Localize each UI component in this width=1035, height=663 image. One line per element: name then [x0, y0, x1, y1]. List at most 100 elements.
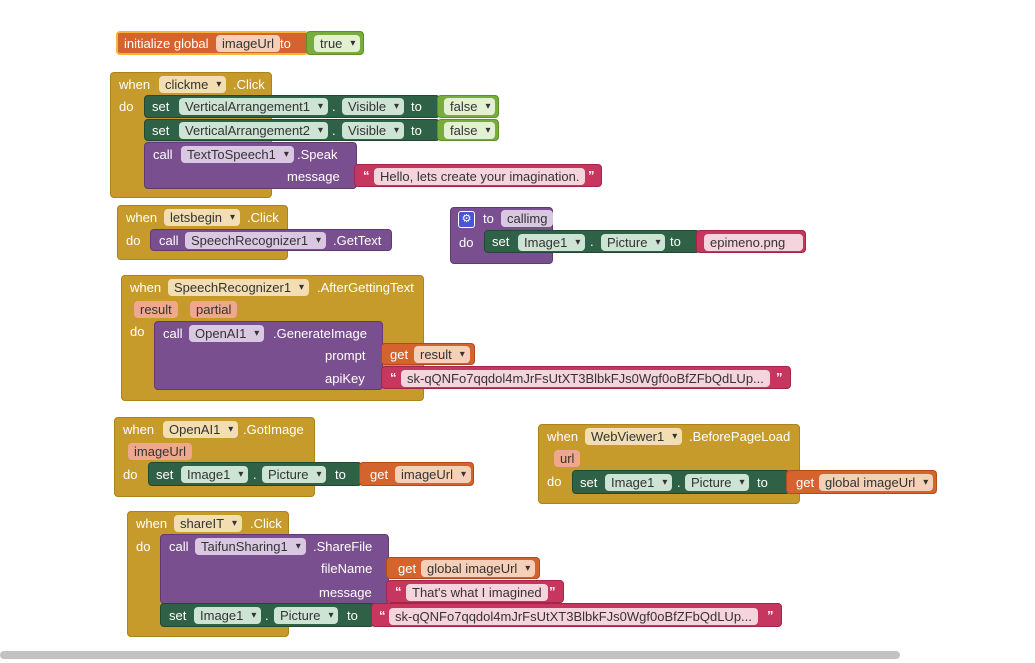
text-value[interactable]: sk-qQNFo7qqdol4mJrFsUtXT3BlbkFJs0Wgf0oBf…: [389, 608, 758, 625]
param-partial[interactable]: partial: [190, 301, 238, 318]
param-imageurl[interactable]: imageUrl: [128, 443, 193, 460]
call-sharefile-block[interactable]: call TaifunSharing1 .ShareFile fileName …: [160, 534, 389, 604]
set-picture-block[interactable]: set Image1 . Picture to: [484, 230, 700, 253]
component-dropdown[interactable]: Image1: [181, 466, 249, 483]
property-dropdown[interactable]: Picture: [601, 234, 666, 251]
dot-label: .: [332, 123, 336, 138]
init-to-label: to: [280, 36, 291, 51]
property-dropdown[interactable]: Visible: [342, 122, 405, 139]
component-dropdown[interactable]: OpenAI1: [189, 325, 265, 342]
arg-label-message: message: [319, 585, 372, 600]
set-label: set: [580, 475, 598, 490]
component-dropdown[interactable]: WebViewer1: [585, 428, 683, 445]
event-name: .GotImage: [243, 422, 304, 437]
component-dropdown[interactable]: Image1: [605, 474, 673, 491]
init-global-label: initialize global: [124, 36, 209, 51]
when-label: when: [119, 77, 151, 92]
text-value[interactable]: Hello, lets create your imagination.: [374, 168, 586, 185]
component-dropdown[interactable]: Image1: [194, 607, 262, 624]
false-logic-block[interactable]: false: [437, 119, 499, 141]
call-label: call: [169, 539, 189, 554]
method-name: .GenerateImage: [273, 326, 367, 341]
component-dropdown[interactable]: TaifunSharing1: [195, 538, 306, 555]
get-label: get: [370, 467, 389, 482]
variable-dropdown[interactable]: global imageUrl: [819, 474, 934, 491]
arg-label: message: [287, 169, 340, 184]
component-dropdown[interactable]: SpeechRecognizer1: [185, 232, 327, 249]
component-dropdown[interactable]: shareIT: [174, 515, 243, 532]
true-logic-block[interactable]: true: [306, 31, 364, 55]
close-quote: ”: [767, 608, 774, 623]
dot-label: .: [590, 234, 594, 249]
text-value[interactable]: That's what I imagined: [406, 584, 548, 601]
component-dropdown[interactable]: TextToSpeech1: [181, 146, 294, 163]
param-result[interactable]: result: [134, 301, 178, 318]
open-quote: “: [390, 370, 397, 385]
component-dropdown[interactable]: VerticalArrangement2: [179, 122, 329, 139]
do-label: do: [123, 467, 138, 482]
dot-label: .: [265, 608, 269, 623]
set-label: set: [152, 123, 170, 138]
dot-label: .: [253, 467, 257, 482]
call-label: call: [163, 326, 183, 341]
text-block[interactable]: “ sk-qQNFo7qqdol4mJrFsUtXT3BlbkFJs0Wgf0o…: [371, 603, 782, 627]
component-dropdown[interactable]: OpenAI1: [163, 421, 239, 438]
gear-icon[interactable]: ⚙: [458, 211, 475, 228]
set-visible-block-1[interactable]: set VerticalArrangement1 . Visible to: [144, 95, 440, 118]
dot-label: .: [332, 99, 336, 114]
init-global-block[interactable]: initialize global imageUrl to: [116, 31, 309, 55]
open-quote: “: [395, 584, 402, 599]
variable-dropdown[interactable]: result: [414, 346, 470, 363]
do-label: do: [119, 99, 134, 114]
call-generateimage-block[interactable]: call OpenAI1 .GenerateImage prompt apiKe…: [154, 321, 383, 390]
text-value[interactable]: sk-qQNFo7qqdol4mJrFsUtXT3BlbkFJs0Wgf0oBf…: [401, 370, 770, 387]
text-block[interactable]: “ sk-qQNFo7qqdol4mJrFsUtXT3BlbkFJs0Wgf0o…: [381, 366, 791, 389]
property-dropdown[interactable]: Picture: [685, 474, 750, 491]
false-dropdown[interactable]: false: [444, 122, 496, 139]
get-label: get: [390, 347, 409, 362]
when-label: when: [547, 429, 579, 444]
get-var-block[interactable]: get result: [381, 343, 475, 365]
when-label: when: [126, 210, 158, 225]
property-dropdown[interactable]: Visible: [342, 98, 405, 115]
component-dropdown[interactable]: Image1: [518, 234, 586, 251]
text-block[interactable]: “ Hello, lets create your imagination. ”: [354, 164, 602, 187]
component-dropdown[interactable]: VerticalArrangement1: [179, 98, 329, 115]
text-block[interactable]: “ That's what I imagined ”: [386, 580, 564, 603]
event-name: .AfterGettingText: [317, 280, 414, 295]
property-dropdown[interactable]: Picture: [274, 607, 339, 624]
set-picture-block[interactable]: set Image1 . Picture to: [572, 470, 790, 494]
call-label: call: [153, 147, 173, 162]
set-label: set: [152, 99, 170, 114]
false-logic-block[interactable]: false: [437, 95, 499, 118]
do-label: do: [136, 539, 151, 554]
do-label: do: [126, 233, 141, 248]
component-dropdown[interactable]: letsbegin: [164, 209, 241, 226]
procedure-name[interactable]: callimg: [501, 210, 554, 227]
set-picture-block[interactable]: set Image1 . Picture to: [148, 462, 362, 486]
true-dropdown[interactable]: true: [314, 35, 361, 52]
param-url[interactable]: url: [554, 450, 581, 467]
variable-dropdown[interactable]: global imageUrl: [421, 560, 536, 577]
arg-label-apikey: apiKey: [325, 371, 365, 386]
call-speak-block[interactable]: call TextToSpeech1 .Speak message: [144, 142, 357, 189]
property-dropdown[interactable]: Picture: [262, 466, 327, 483]
global-var-name[interactable]: imageUrl: [216, 35, 281, 52]
component-dropdown[interactable]: clickme: [159, 76, 227, 93]
to-label: to: [411, 99, 422, 114]
false-dropdown[interactable]: false: [444, 98, 496, 115]
get-var-block[interactable]: get imageUrl: [359, 462, 474, 486]
set-picture-block[interactable]: set Image1 . Picture to: [160, 603, 374, 627]
get-label: get: [796, 475, 815, 490]
text-block[interactable]: epimeno.png: [696, 230, 806, 253]
set-visible-block-2[interactable]: set VerticalArrangement2 . Visible to: [144, 119, 440, 141]
component-dropdown[interactable]: SpeechRecognizer1: [168, 279, 310, 296]
horizontal-scrollbar[interactable]: [0, 651, 900, 659]
get-var-block[interactable]: get global imageUrl: [786, 470, 937, 494]
call-gettext-block[interactable]: call SpeechRecognizer1 .GetText: [150, 229, 392, 251]
text-value[interactable]: epimeno.png: [704, 234, 804, 251]
close-quote: ”: [776, 370, 783, 385]
variable-dropdown[interactable]: imageUrl: [395, 466, 472, 483]
to-label: to: [483, 211, 494, 226]
get-var-block[interactable]: get global imageUrl: [386, 557, 540, 579]
